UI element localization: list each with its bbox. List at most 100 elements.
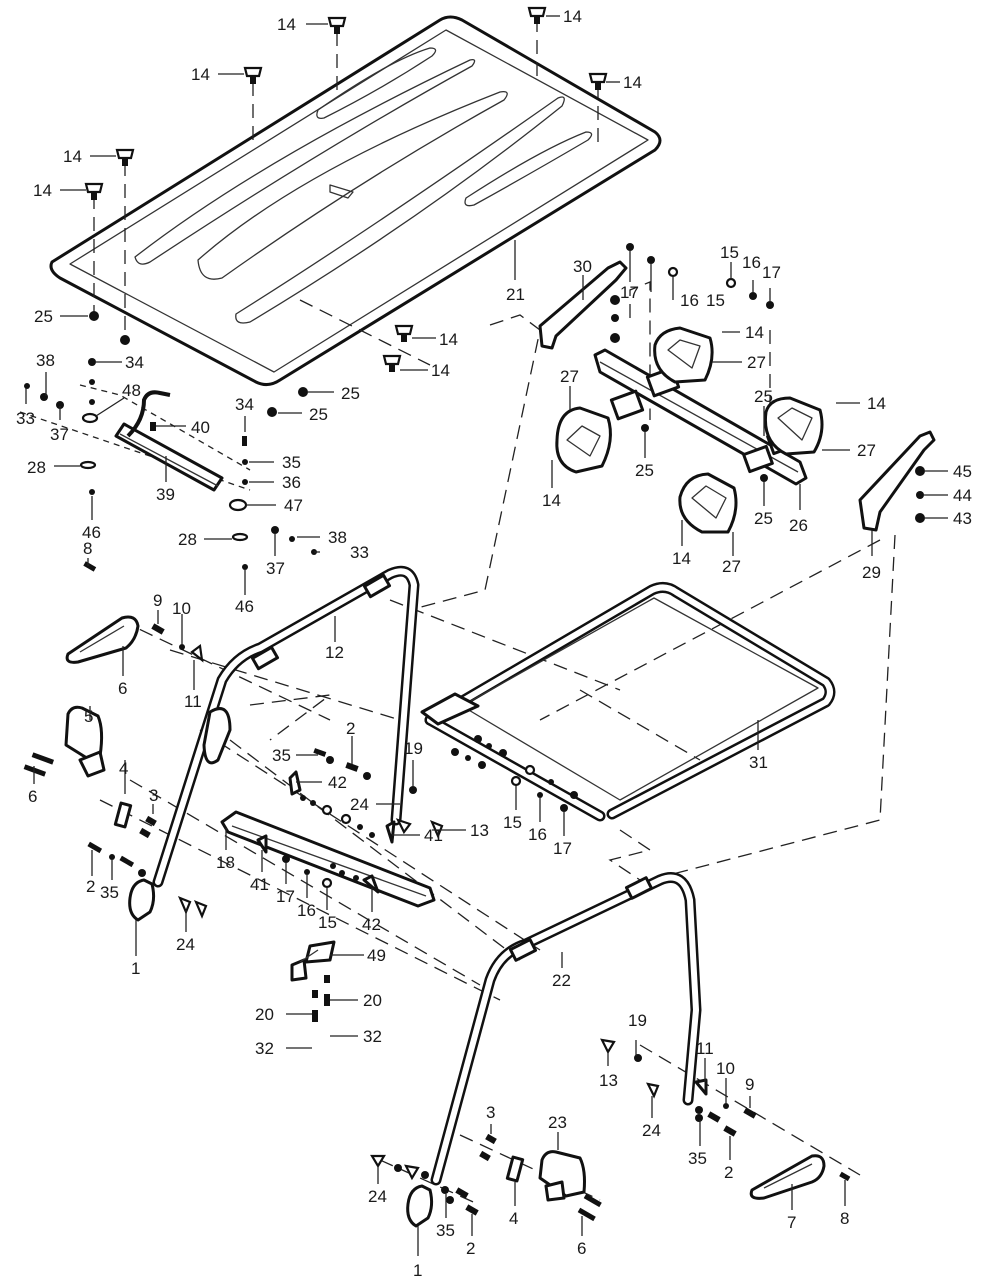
callout: 40	[191, 418, 210, 437]
callout: 15	[318, 913, 337, 932]
callout: 19	[404, 739, 423, 758]
callout: 14	[563, 7, 582, 26]
callout: 1	[131, 959, 140, 978]
callout: 35	[100, 883, 119, 902]
leader-lines	[25, 15, 948, 1256]
pad-upper-right[interactable]	[653, 326, 714, 384]
bolt-14[interactable]	[382, 354, 402, 372]
bolt-14[interactable]	[327, 16, 347, 34]
callout: 42	[328, 773, 347, 792]
callout: 32	[363, 1027, 382, 1046]
callout: 18	[216, 853, 235, 872]
callout: 27	[747, 353, 766, 372]
callout: 21	[506, 285, 525, 304]
bolt-14[interactable]	[394, 324, 414, 342]
callout: 34	[125, 353, 144, 372]
callout: 14	[439, 330, 458, 349]
callout: 38	[36, 351, 55, 370]
callout: 35	[272, 746, 291, 765]
callout: 14	[277, 15, 296, 34]
callout: 17	[276, 887, 295, 906]
callout: 6	[577, 1239, 586, 1258]
callout: 38	[328, 528, 347, 547]
callout: 31	[749, 753, 768, 772]
callout: 35	[688, 1149, 707, 1168]
callout: 11	[184, 692, 202, 711]
callout: 4	[119, 759, 128, 778]
callout: 24	[642, 1121, 661, 1140]
callout: 25	[635, 461, 654, 480]
callout: 12	[325, 643, 344, 662]
callout: 27	[560, 367, 579, 386]
callout: 35	[282, 453, 301, 472]
callout: 29	[862, 563, 881, 582]
pad-lower-right[interactable]	[763, 396, 824, 456]
callout: 15	[503, 813, 522, 832]
brace-30[interactable]	[538, 260, 628, 350]
callout: 41	[424, 826, 443, 845]
callout: 16	[528, 825, 547, 844]
callout: 49	[367, 946, 386, 965]
callout: 25	[34, 307, 53, 326]
callout: 6	[28, 787, 37, 806]
callout: 24	[176, 935, 195, 954]
callout: 43	[953, 509, 972, 528]
callout: 8	[840, 1209, 849, 1228]
callout: 14	[623, 73, 642, 92]
callout: 3	[149, 786, 158, 805]
callout: 1	[413, 1261, 422, 1280]
callout: 33	[16, 409, 35, 428]
callout: 4	[509, 1209, 518, 1228]
side-mirror-5[interactable]	[64, 705, 106, 778]
callout: 17	[553, 839, 572, 858]
callout: 14	[63, 147, 82, 166]
callout: 14	[33, 181, 52, 200]
side-mirror-23[interactable]	[538, 1150, 586, 1202]
callout: 14	[542, 491, 561, 510]
callout: 17	[620, 283, 639, 302]
bolt-14[interactable]	[115, 148, 135, 166]
roof-frame[interactable]	[420, 581, 836, 822]
callout: 14	[672, 549, 691, 568]
callout: 24	[350, 795, 369, 814]
callout: 34	[235, 395, 254, 414]
callout: 8	[83, 539, 92, 558]
callout: 45	[953, 462, 972, 481]
fasteners	[23, 6, 925, 1222]
bracket-49[interactable]	[290, 940, 336, 982]
bolt-14[interactable]	[527, 6, 547, 24]
callout: 39	[156, 485, 175, 504]
mirror-lower-right[interactable]	[749, 1154, 826, 1200]
bolt-14[interactable]	[84, 182, 104, 200]
callout: 25	[309, 405, 328, 424]
callout: 28	[27, 458, 46, 477]
rear-rops[interactable]	[430, 872, 702, 1186]
pad-upper-left[interactable]	[555, 406, 612, 474]
callout: 10	[172, 599, 191, 618]
bolt-14[interactable]	[588, 72, 608, 90]
callout: 42	[362, 915, 381, 934]
callout: 25	[754, 387, 773, 406]
callout: 19	[628, 1011, 647, 1030]
boot-1-left[interactable]	[128, 878, 156, 922]
roof-panel[interactable]	[49, 15, 662, 387]
callout: 23	[548, 1113, 567, 1132]
mirror-upper-left[interactable]	[65, 615, 140, 664]
front-rops[interactable]	[152, 565, 420, 888]
callout: 9	[745, 1075, 754, 1094]
callout: 9	[153, 591, 162, 610]
handle-bar[interactable]	[114, 390, 224, 492]
bolt-14[interactable]	[243, 66, 263, 84]
callout: 44	[953, 486, 972, 505]
callout: 47	[284, 496, 303, 515]
callout: 16	[297, 901, 316, 920]
pad-lower-left[interactable]	[678, 472, 738, 534]
callout: 46	[82, 523, 101, 542]
brace-29[interactable]	[858, 430, 936, 532]
callout: 14	[191, 65, 210, 84]
callout: 28	[178, 530, 197, 549]
boot-1-right[interactable]	[406, 1184, 434, 1228]
callout: 25	[754, 509, 773, 528]
callout: 7	[787, 1213, 796, 1232]
